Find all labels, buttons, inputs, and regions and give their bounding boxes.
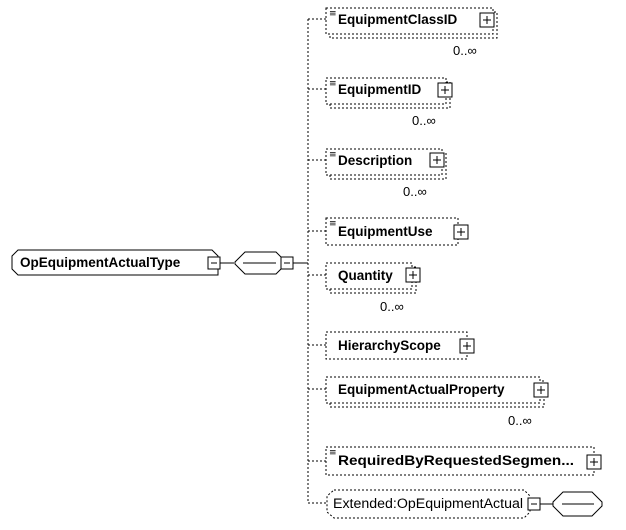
text-content-icon: ≡ — [329, 150, 337, 160]
root-label: OpEquipmentActualType — [20, 255, 181, 270]
collapse-icon[interactable] — [527, 497, 541, 511]
expand-icon[interactable] — [479, 12, 495, 28]
child-label: EquipmentActualProperty — [338, 382, 505, 397]
occurrence-label: 0..∞ — [380, 299, 404, 314]
extended-sequence-compositor[interactable] — [552, 491, 603, 517]
child-label: EquipmentID — [338, 82, 421, 97]
child-label: Description — [338, 153, 412, 168]
child-equipmentuse[interactable]: ≡ EquipmentUse — [308, 217, 469, 246]
text-content-icon: ≡ — [329, 9, 337, 19]
child-equipmentclassid[interactable]: ≡ EquipmentClassID 0..∞ — [308, 7, 498, 58]
child-extended-opequipmentactual[interactable]: Extended:OpEquipmentActual — [308, 489, 603, 519]
occurrence-label: 0..∞ — [403, 184, 427, 199]
occurrence-label: 0..∞ — [412, 113, 436, 128]
child-label: RequiredByRequestedSegmen... — [338, 453, 574, 468]
expand-icon[interactable] — [533, 382, 549, 398]
occurrence-label: 0..∞ — [508, 413, 532, 428]
sequence-compositor[interactable] — [234, 251, 287, 275]
expand-icon[interactable] — [405, 267, 421, 283]
occurrence-label: 0..∞ — [453, 43, 477, 58]
text-content-icon: ≡ — [329, 448, 337, 458]
child-label: EquipmentUse — [338, 224, 433, 239]
child-quantity[interactable]: Quantity 0..∞ — [308, 262, 421, 314]
expand-icon[interactable] — [437, 82, 453, 98]
text-content-icon: ≡ — [329, 219, 337, 229]
child-label: EquipmentClassID — [338, 12, 458, 27]
expand-icon[interactable] — [453, 224, 469, 240]
sequence-collapse-toggle[interactable] — [280, 256, 294, 270]
child-equipmentid[interactable]: ≡ EquipmentID 0..∞ — [308, 77, 453, 128]
child-requiredbyrequestedsegment[interactable]: ≡ RequiredByRequestedSegmen... — [308, 446, 602, 476]
child-label: Extended:OpEquipmentActual — [333, 496, 523, 511]
expand-icon[interactable] — [429, 152, 445, 168]
child-label: Quantity — [338, 268, 393, 283]
child-hierarchyscope[interactable]: HierarchyScope — [308, 331, 475, 360]
child-description[interactable]: ≡ Description 0..∞ — [308, 148, 447, 199]
text-content-icon: ≡ — [329, 79, 337, 89]
root-node[interactable]: OpEquipmentActualType — [11, 249, 219, 276]
root-collapse-toggle[interactable] — [207, 256, 221, 270]
child-equipmentactualproperty[interactable]: EquipmentActualProperty 0..∞ — [308, 376, 549, 428]
expand-icon[interactable] — [586, 454, 602, 470]
expand-icon[interactable] — [459, 338, 475, 354]
child-label: HierarchyScope — [338, 338, 441, 353]
